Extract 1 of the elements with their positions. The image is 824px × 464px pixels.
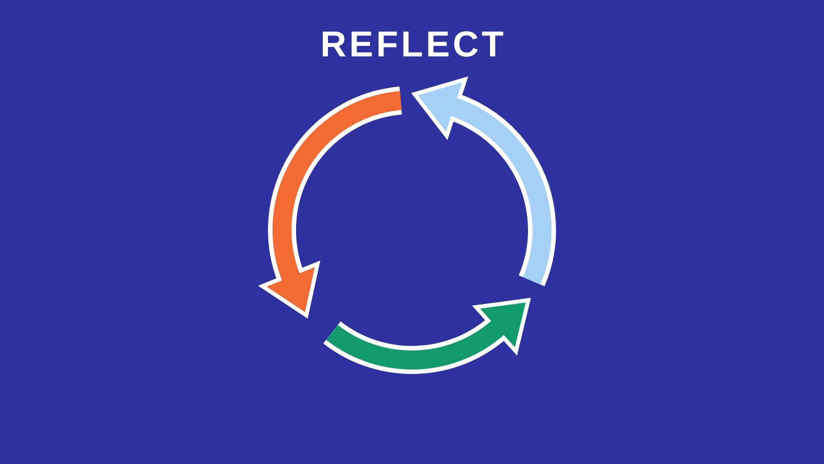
title: REFLECT xyxy=(322,31,504,57)
